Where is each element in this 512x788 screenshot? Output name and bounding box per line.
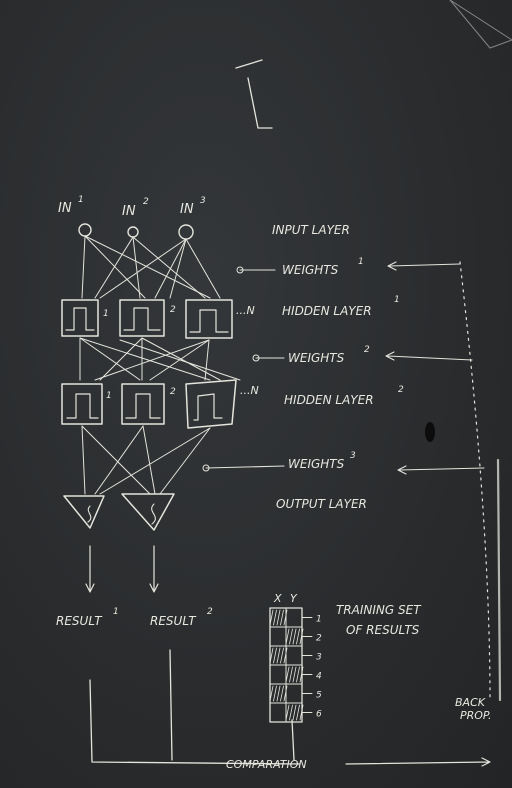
weights3-sup: 3 <box>350 451 356 461</box>
result-sup-1: 1 <box>113 607 119 617</box>
input-label-2: IN <box>122 204 136 219</box>
weights3-dot <box>202 464 210 472</box>
table-row-index: 6 <box>316 710 322 720</box>
table-row-index: 3 <box>316 653 322 663</box>
pulse-icon <box>189 309 229 333</box>
output-layer-label: OUTPUT LAYER <box>276 497 367 511</box>
sigmoid-icon <box>151 503 156 525</box>
comparison-line-3 <box>291 719 295 761</box>
table-cell-hatch <box>269 609 288 626</box>
table-row-index: 5 <box>316 691 322 701</box>
weights1-connections <box>81 235 221 299</box>
result-label-2: RESULT <box>150 614 197 628</box>
weights2-label: WEIGHTS <box>288 351 345 365</box>
input-node-1 <box>78 223 92 237</box>
table-cell-hatch <box>285 704 304 721</box>
hidden-layer-1: 1 2 ...N <box>61 299 255 339</box>
result-label-1: RESULT <box>56 614 103 628</box>
hidden1-label: HIDDEN LAYER <box>282 304 372 318</box>
hidden1-sup: 1 <box>394 295 400 305</box>
table-cell-hatch <box>285 666 304 683</box>
table-row-index: 4 <box>316 672 322 682</box>
h2-neuron-3 <box>185 379 237 429</box>
pulse-icon <box>66 393 99 419</box>
column-y-label: Y <box>290 592 298 605</box>
pulse-icon <box>123 307 161 331</box>
input-label-1: IN <box>58 201 72 216</box>
pulse-icon <box>193 393 223 421</box>
output-arrow-1 <box>85 545 95 593</box>
weights1-sup: 1 <box>358 257 364 267</box>
input-node-3 <box>178 224 194 240</box>
comparison-arrow <box>345 757 491 767</box>
weights3-label: WEIGHTS <box>288 457 345 471</box>
backprop-arrow-1 <box>387 261 461 271</box>
weights3-pointer <box>205 465 285 469</box>
output-layer-nodes <box>63 493 175 531</box>
input-sup-1: 1 <box>78 195 84 205</box>
backprop-rail <box>459 261 491 701</box>
column-x-label: X <box>273 592 282 605</box>
h1-n-label: ...N <box>236 304 255 317</box>
backprop-thick-line <box>496 458 502 702</box>
pulse-icon <box>65 307 95 331</box>
input-layer-label: INPUT LAYER <box>272 223 350 237</box>
chalk-mark <box>235 59 273 129</box>
backprop-arrow-2 <box>385 351 473 361</box>
result-sup-2: 2 <box>207 607 213 617</box>
training-title-2: OF RESULTS <box>346 623 420 637</box>
weights1-label: WEIGHTS <box>282 263 339 277</box>
input-sup-3: 3 <box>200 196 206 206</box>
hidden2-label: HIDDEN LAYER <box>284 393 374 407</box>
h2-neuron-2 <box>121 383 165 425</box>
backprop-arrow-3 <box>397 465 485 475</box>
h1-index-2: 2 <box>170 305 176 315</box>
hidden2-sup: 2 <box>398 385 404 395</box>
output-node-2 <box>121 493 175 531</box>
ink-blot <box>425 422 435 442</box>
h1-neuron-1 <box>61 299 99 337</box>
weights2-sup: 2 <box>364 345 370 355</box>
h2-neuron-1 <box>61 383 103 425</box>
h1-neuron-2 <box>119 299 165 337</box>
corner-scribble <box>449 0 512 49</box>
h1-neuron-3 <box>185 299 233 339</box>
training-set-table: X Y 1 2 3 4 5 6 TRAINING SET OF RESULTS <box>269 592 422 723</box>
h1-index-1: 1 <box>103 309 109 319</box>
comparison-line-1 <box>89 679 301 765</box>
output-arrow-2 <box>149 545 159 593</box>
input-label-3: IN <box>180 202 194 217</box>
table-cell-hatch <box>285 628 304 645</box>
table-cell-hatch <box>269 647 288 664</box>
weights2-dot <box>252 354 260 362</box>
backprop-label-1: BACK <box>455 696 486 709</box>
input-sup-2: 2 <box>143 197 149 207</box>
hidden-layer-2: 1 2 ...N <box>61 379 259 429</box>
backprop-label-2: PROP. <box>460 709 492 722</box>
h2-index-1: 1 <box>106 391 112 401</box>
comparison-label: COMPARATION <box>226 758 307 771</box>
input-node-2 <box>127 226 139 238</box>
h2-index-2: 2 <box>170 387 176 397</box>
pulse-icon <box>125 393 161 419</box>
table-rows: 1 2 3 4 5 6 <box>269 609 322 721</box>
comparison-line-2 <box>169 649 173 761</box>
weights2-connections <box>79 337 241 381</box>
output-node-1 <box>63 495 105 529</box>
table-cell-hatch <box>269 685 288 702</box>
sigmoid-icon <box>87 505 92 523</box>
training-title-1: TRAINING SET <box>336 603 422 617</box>
h2-n-label: ...N <box>240 384 259 397</box>
weights3-connections <box>81 425 211 495</box>
weights1-dot <box>236 266 244 274</box>
table-row-index: 1 <box>316 615 322 625</box>
table-row-index: 2 <box>316 634 322 644</box>
